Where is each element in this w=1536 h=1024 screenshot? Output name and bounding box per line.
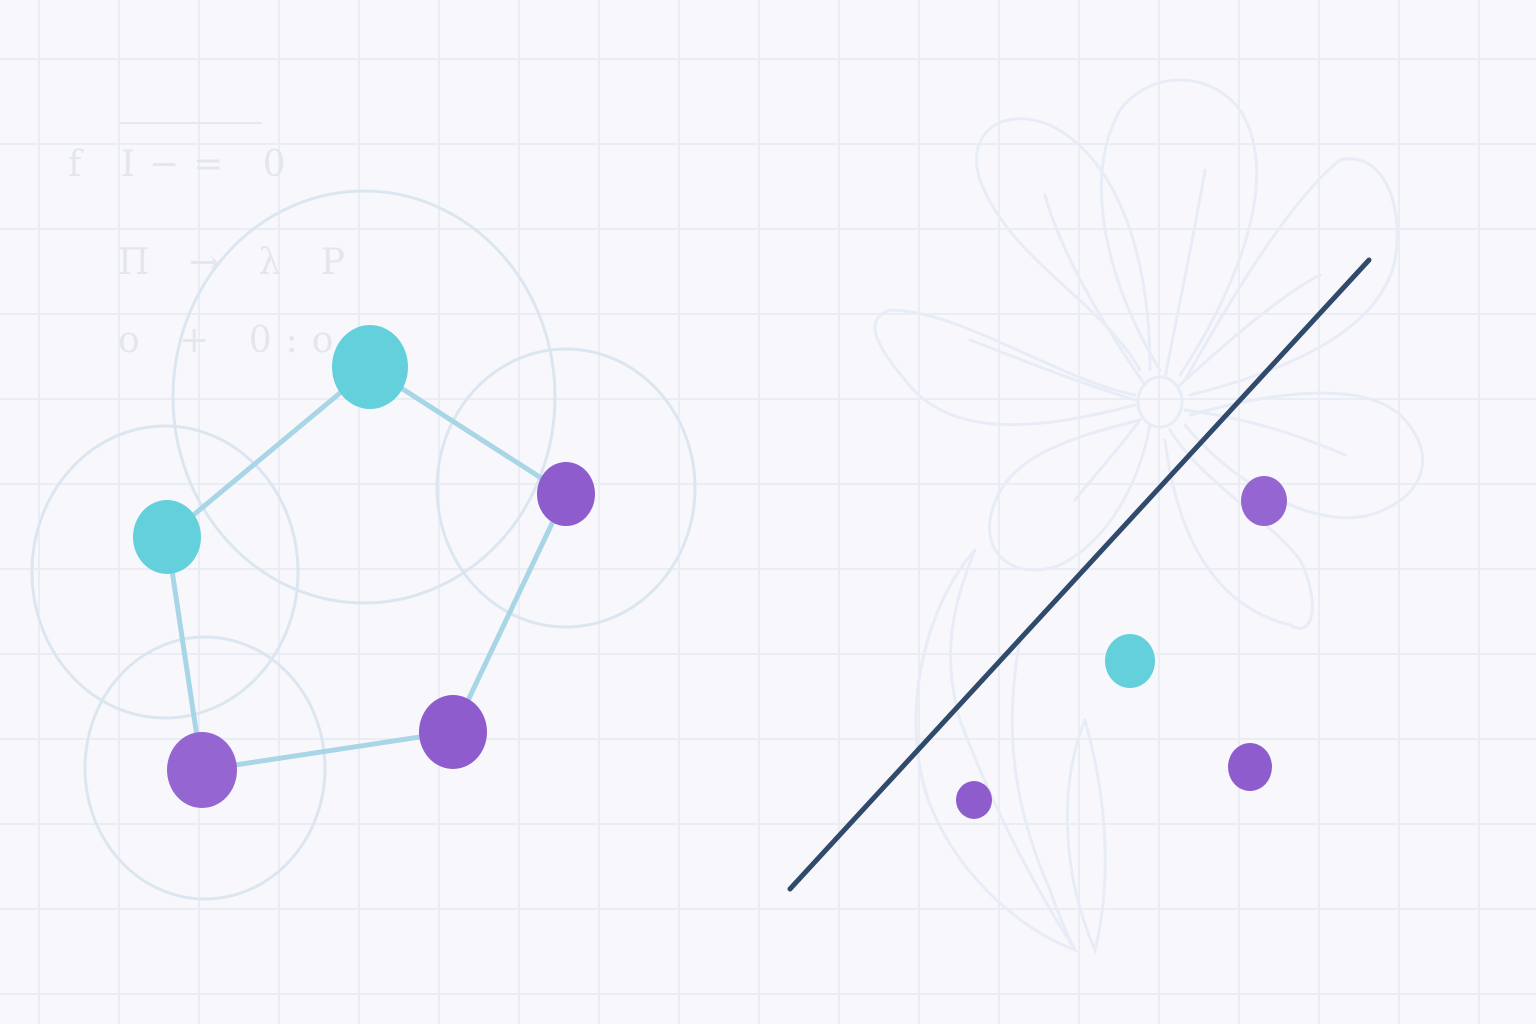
graph-edge (367, 365, 569, 497)
classifier-points (956, 476, 1287, 819)
influence-circle (435, 347, 697, 629)
graph-node-teal (332, 325, 408, 409)
data-point-teal (1105, 634, 1155, 688)
graph-nodes (133, 325, 595, 808)
data-point-purple (1241, 476, 1287, 526)
graph-edge (164, 365, 373, 540)
data-point-purple (1228, 743, 1272, 791)
flower-vein (1073, 418, 1142, 502)
graph-node-teal (133, 500, 201, 574)
graph-edge (450, 491, 569, 735)
flower-leaf (914, 548, 1079, 953)
flower-petal (1163, 428, 1314, 630)
faint-math-line-3: o + 0:o (118, 320, 348, 361)
flower-illustration (873, 78, 1424, 955)
graph-edges (164, 365, 569, 773)
influence-circle (30, 424, 300, 720)
flower-petal (873, 308, 1137, 427)
graph-edge (199, 729, 456, 773)
graph-node-purple (419, 695, 487, 769)
flower-vein (968, 338, 1137, 402)
flower-petal (975, 117, 1152, 372)
flower-petal (1100, 78, 1259, 377)
flower-petal (1183, 157, 1399, 397)
faint-rule (120, 122, 262, 124)
flower-leaf (1065, 718, 1107, 955)
flower-petal (988, 418, 1152, 572)
flower-center (1136, 375, 1184, 429)
graph-node-purple (167, 732, 237, 808)
influence-circles (30, 189, 697, 901)
flower-petal (1183, 391, 1424, 520)
graph-node-purple (537, 462, 595, 526)
data-point-purple (956, 781, 992, 819)
flower-stem (1010, 638, 1077, 952)
faint-math-line-1: f I−= 0 (68, 144, 300, 185)
graph-edge (164, 534, 205, 773)
flower-vein (1178, 273, 1322, 387)
influence-circle (171, 189, 557, 605)
decision-boundary-line (787, 257, 1372, 892)
influence-circle (83, 635, 327, 901)
flower-vein (1183, 408, 1347, 457)
flower-vein (1163, 168, 1207, 380)
flower-vein (1043, 193, 1147, 387)
